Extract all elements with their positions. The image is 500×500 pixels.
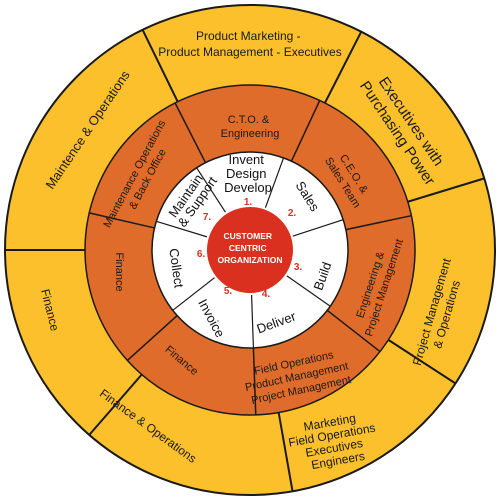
step-number: 6.: [197, 249, 206, 260]
svg-text:Product Marketing - Prod: Product Marketing - Product Management -…: [158, 29, 341, 59]
segment-divider: [141, 29, 179, 103]
segment-divider: [326, 309, 381, 353]
segment-divider: [89, 212, 155, 229]
step-number: 5.: [224, 286, 233, 297]
segment-divider: [277, 412, 294, 492]
segment-divider: [250, 293, 255, 348]
core-title: CUSTOMER CENTRIC ORGANIZATION: [217, 226, 282, 265]
outer-ring-dividers: [5, 29, 485, 492]
segment-divider: [264, 157, 285, 209]
segment-divider: [407, 177, 485, 203]
inner-ring-dividers: [156, 157, 344, 348]
segment-divider: [290, 100, 321, 162]
segment-divider: [324, 31, 363, 104]
svg-text:Finance: Finance: [113, 252, 125, 291]
segment-divider: [196, 167, 227, 214]
step-number: 7.: [203, 212, 212, 223]
middle-ring-dividers: [89, 100, 412, 415]
inner-segment-invent: Invent Design Develop 1.: [224, 152, 272, 208]
step-number: 1.: [244, 197, 253, 208]
inner-segment-collect: Collect: [166, 247, 186, 289]
segment-divider: [172, 276, 216, 311]
step-number: 2.: [288, 208, 297, 219]
svg-text:Collect: Collect: [166, 247, 186, 289]
segment-divider: [345, 214, 412, 231]
svg-text:Invent Design Deve: Invent Design Develop: [224, 152, 272, 195]
middle-segment-cto: C.T.O. & Engineering: [221, 114, 280, 140]
segment-divider: [291, 219, 344, 237]
segment-divider: [126, 315, 178, 361]
step-number: 3.: [294, 262, 303, 273]
outer-segment-product-marketing: Product Marketing - Product Management -…: [158, 29, 341, 59]
segment-divider: [174, 102, 207, 164]
segment-divider: [387, 339, 457, 385]
segment-divider: [252, 347, 257, 415]
core-circle: [205, 205, 295, 295]
svg-text:C.T.O. & Engineering: C.T.O. & Engineering: [221, 114, 280, 140]
middle-segment-finance-left: Finance: [113, 252, 125, 291]
segment-divider: [156, 220, 209, 238]
step-number: 4.: [262, 289, 271, 300]
segment-divider: [88, 373, 143, 436]
segment-divider: [285, 274, 331, 307]
